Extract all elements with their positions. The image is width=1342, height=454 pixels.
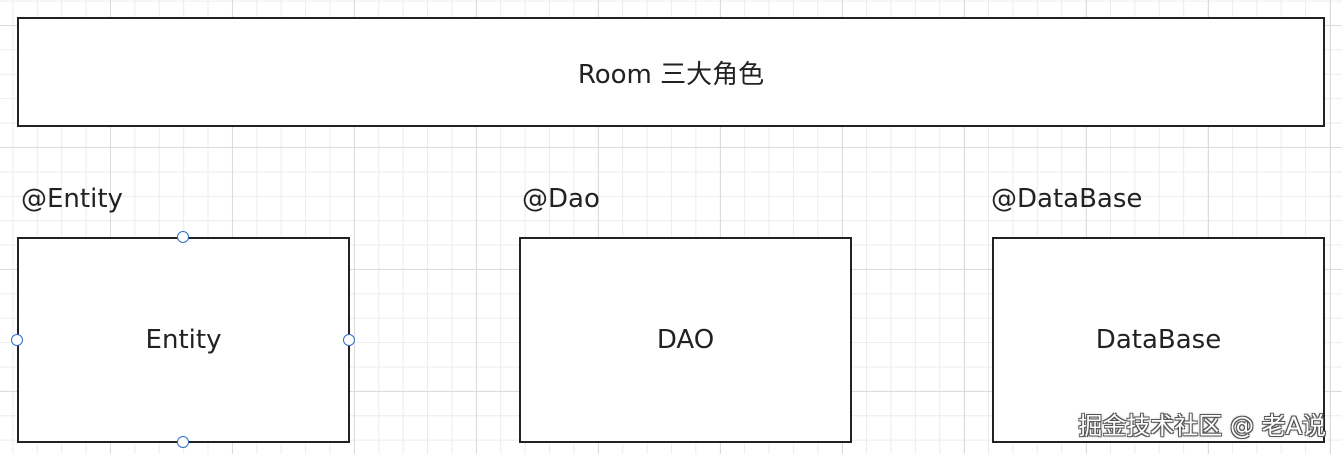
dao-box-label: DAO — [656, 325, 715, 355]
selection-handle-bottom[interactable] — [177, 436, 189, 448]
dao-annotation-label[interactable]: @Dao — [522, 184, 600, 214]
room-title-label: Room 三大角色 — [577, 59, 765, 90]
selection-handle-right[interactable] — [343, 334, 355, 346]
selection-handle-left[interactable] — [11, 334, 23, 346]
room-title-box[interactable]: Room 三大角色 — [17, 17, 1325, 127]
entity-box[interactable]: Entity — [17, 237, 350, 443]
database-box-label: DataBase — [1095, 325, 1222, 355]
database-annotation-label[interactable]: @DataBase — [991, 184, 1143, 214]
database-box[interactable]: DataBase — [992, 237, 1325, 443]
selection-handle-top[interactable] — [177, 231, 189, 243]
entity-box-label: Entity — [145, 325, 222, 355]
dao-box[interactable]: DAO — [519, 237, 852, 443]
entity-annotation-label[interactable]: @Entity — [21, 184, 123, 214]
watermark-text: 掘金技术社区 @ 老A说 — [1078, 412, 1326, 440]
